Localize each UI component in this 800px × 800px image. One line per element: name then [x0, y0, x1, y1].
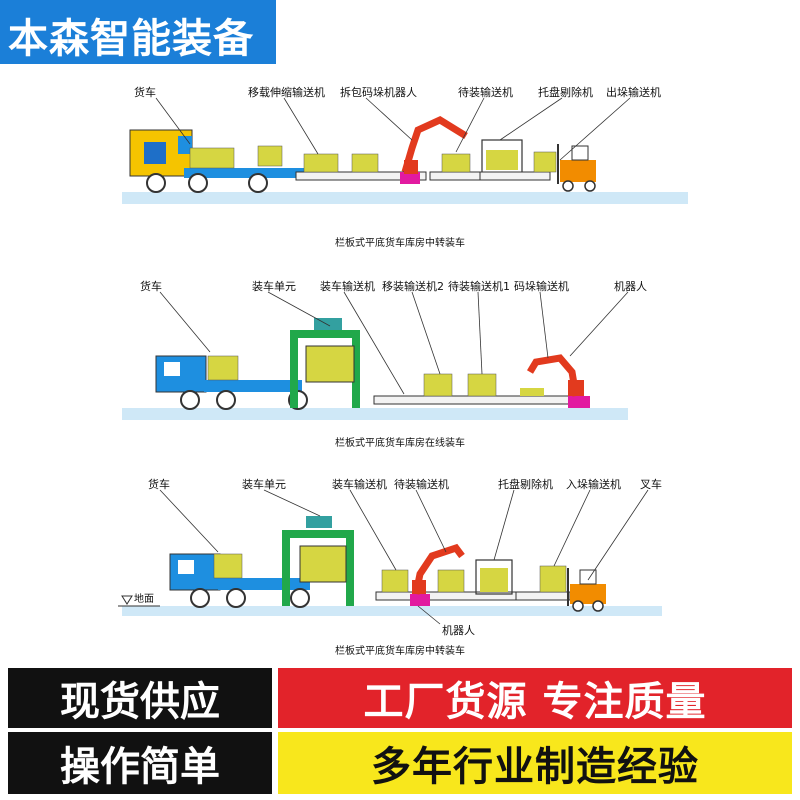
label-transfer-conveyor-2: 移装输送机2 — [382, 279, 444, 293]
label-truck-1: 货车 — [134, 85, 156, 99]
caption-diagram-2: 栏板式平底货车库房在线装车 — [335, 436, 465, 449]
label-robot-2: 机器人 — [614, 279, 647, 293]
callouts-2 — [159, 291, 629, 395]
label-waiting-conveyor-1: 待装输送机 — [458, 85, 513, 99]
label-loading-unit-2: 装车单元 — [252, 279, 296, 293]
label-ground: 地面 — [134, 592, 154, 605]
brand-banner: 本森智能装备 — [0, 0, 276, 64]
callouts-1 — [155, 97, 631, 161]
label-depalletizing-robot: 拆包码垛机器人 — [340, 85, 417, 99]
promo-banners: 现货供应 操作简单 工厂货源 专注质量 多年行业制造经验 — [0, 660, 800, 800]
label-loading-conveyor-3: 装车输送机 — [332, 477, 387, 491]
caption-diagram-1: 栏板式平底货车库房中转装车 — [335, 236, 465, 249]
diagram-1: 货车 移载伸缩输送机 拆包码垛机器人 待装输送机 托盘剔除机 出垛输送机 栏板式… — [122, 85, 688, 249]
label-input-conveyor: 入垛输送机 — [566, 477, 621, 491]
label-output-conveyor: 出垛输送机 — [606, 85, 661, 99]
label-waiting-conveyor-3: 待装输送机 — [394, 477, 449, 491]
robot-2 — [526, 354, 590, 408]
diagram-2: 货车 装车单元 装车输送机 移装输送机2 待装输送机1 码垛输送机 机器人 栏板… — [122, 279, 647, 449]
label-waiting-conveyor-1-d2: 待装输送机1 — [448, 279, 510, 293]
ground-marker — [118, 595, 160, 607]
label-transfer-telescopic-conveyor: 移载伸缩输送机 — [248, 85, 325, 99]
forklift-1 — [557, 144, 596, 192]
robot-3 — [410, 543, 465, 606]
label-truck-3: 货车 — [148, 477, 170, 491]
caption-diagram-3: 栏板式平底货车库房中转装车 — [335, 644, 465, 657]
brand-title: 本森智能装备 — [8, 16, 254, 62]
callouts-3 — [159, 489, 649, 625]
truck-2 — [155, 355, 308, 410]
logistics-diagram: 货车 移载伸缩输送机 拆包码垛机器人 待装输送机 托盘剔除机 出垛输送机 栏板式… — [118, 85, 688, 657]
conveyor-1 — [295, 153, 501, 181]
banner-factory-quality: 工厂货源 专注质量 — [278, 668, 792, 728]
label-loading-conveyor-2: 装车输送机 — [320, 279, 375, 293]
label-robot-3: 机器人 — [442, 623, 475, 637]
conveyor-3 — [375, 559, 571, 601]
loading-unit-3 — [282, 516, 354, 606]
label-forklift: 叉车 — [640, 477, 662, 491]
banner-in-stock: 现货供应 — [8, 668, 272, 728]
forklift-3 — [567, 568, 606, 612]
label-pallet-remover-3: 托盘剔除机 — [498, 477, 553, 491]
banner-experience: 多年行业制造经验 — [278, 732, 792, 794]
floor-1 — [122, 192, 688, 204]
label-truck-2: 货车 — [140, 279, 162, 293]
label-pallet-remover-1: 托盘剔除机 — [538, 85, 593, 99]
banner-easy-operation: 操作简单 — [8, 732, 272, 794]
floor-3 — [122, 606, 662, 616]
floor-2 — [122, 408, 628, 420]
conveyor-2 — [373, 373, 575, 405]
pallet-remover-1 — [479, 139, 557, 181]
label-stacking-conveyor: 码垛输送机 — [514, 279, 569, 293]
loading-unit-2 — [290, 318, 360, 408]
truck-1 — [129, 129, 304, 193]
robot-1 — [400, 116, 468, 184]
label-loading-unit-3: 装车单元 — [242, 477, 286, 491]
diagram-3: 地面 — [118, 477, 662, 657]
